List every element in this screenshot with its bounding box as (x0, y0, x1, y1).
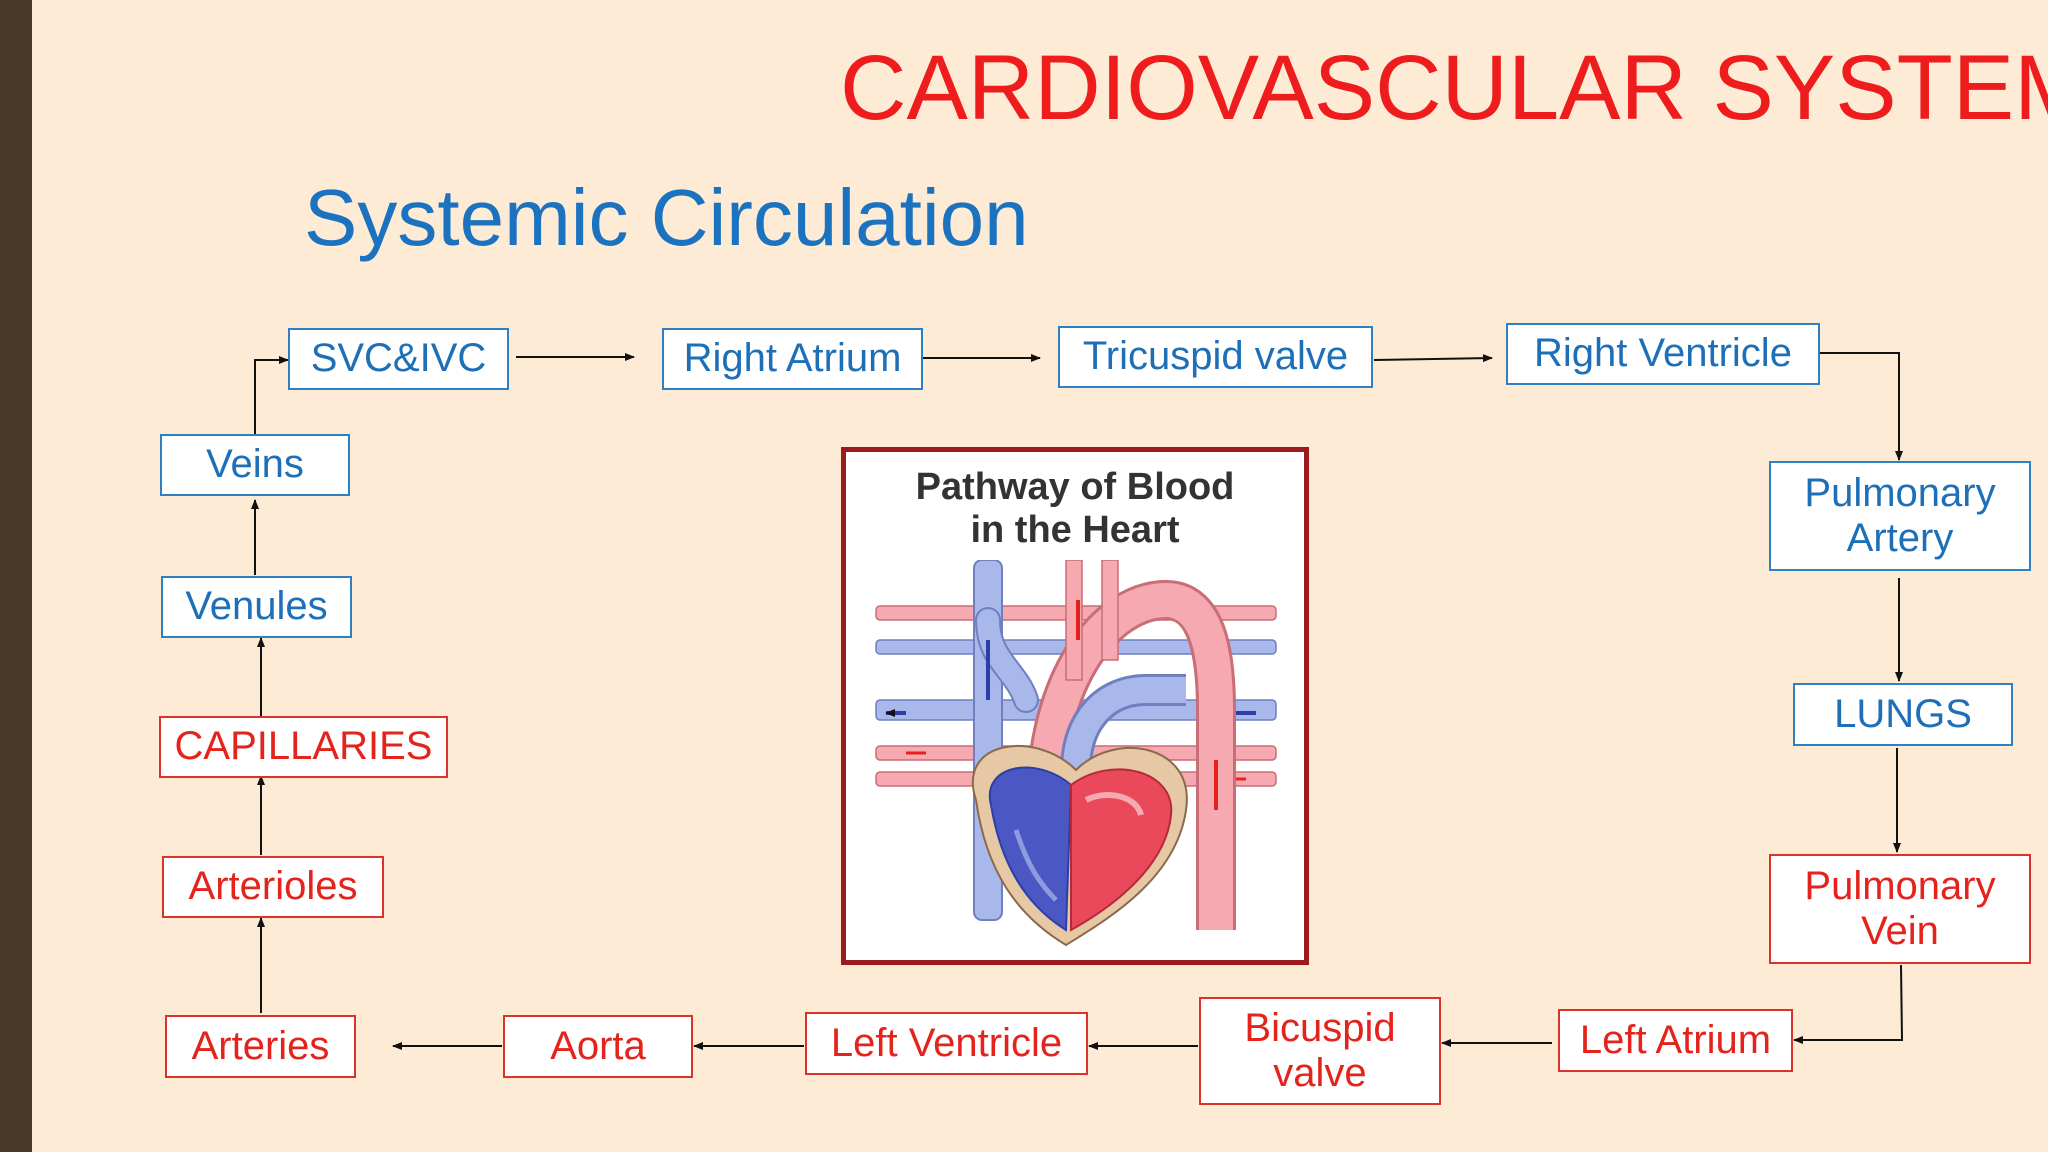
aorta-arch (1026, 560, 1236, 930)
node-right-atrium: Right Atrium (662, 328, 923, 390)
heart-body (972, 745, 1188, 947)
node-veins: Veins (160, 434, 350, 496)
node-left-ventricle: Left Ventricle (805, 1012, 1088, 1075)
slide-side-bar (0, 0, 32, 1152)
node-svc-ivc: SVC&IVC (288, 328, 509, 390)
node-aorta: Aorta (503, 1015, 693, 1078)
node-capillaries: CAPILLARIES (159, 716, 448, 778)
arrow-pulmonary-vein-to-left-atrium (1793, 964, 1904, 1044)
node-arterioles: Arterioles (162, 856, 384, 918)
section-subtitle: Systemic Circulation (304, 173, 1029, 262)
slide-title: CARDIOVASCULAR SYSTEM (840, 37, 2048, 139)
node-lungs: LUNGS (1793, 683, 2013, 746)
node-arteries: Arteries (165, 1015, 356, 1078)
node-venules: Venules (161, 576, 352, 638)
node-left-atrium: Left Atrium (1558, 1009, 1793, 1072)
node-right-ventricle: Right Ventricle (1506, 323, 1820, 385)
heart-illustration (875, 560, 1277, 947)
node-tricuspid-valve: Tricuspid valve (1058, 326, 1373, 388)
arrow-right-ventricle-to-pulmonary-artery (1820, 352, 1903, 461)
arrow-veins-to-svc (254, 356, 289, 434)
arrow-tricuspid-to-right-ventricle (1373, 354, 1493, 363)
